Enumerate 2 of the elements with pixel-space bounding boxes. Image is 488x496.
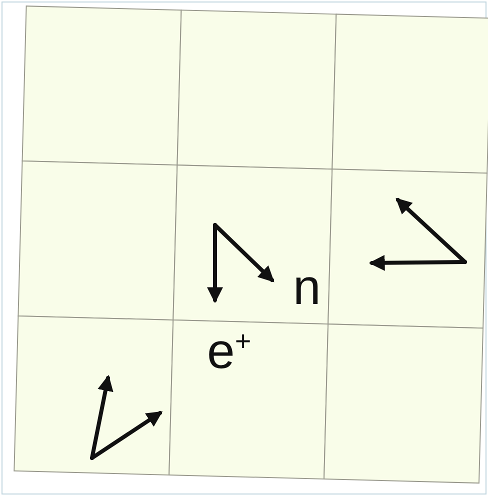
particle-label: n xyxy=(293,262,321,312)
particle-label: e$^{+}$ xyxy=(207,326,252,376)
